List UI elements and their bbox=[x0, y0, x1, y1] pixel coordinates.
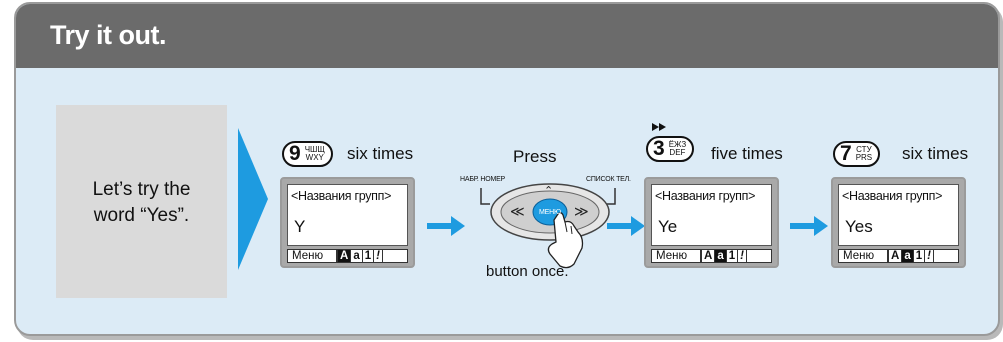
mode-number: 1 bbox=[727, 250, 739, 262]
key-number: 7 bbox=[840, 142, 852, 165]
header-bar: Try it out. bbox=[16, 4, 998, 68]
svg-text:≪: ≪ bbox=[510, 204, 525, 220]
mode-symbol: ! bbox=[374, 250, 383, 262]
step3-instruction: five times bbox=[711, 144, 783, 163]
screen-text: Y bbox=[294, 217, 306, 236]
press-label: Press bbox=[513, 147, 557, 166]
mode-lower-a: a bbox=[715, 250, 727, 262]
mode-symbol: ! bbox=[925, 250, 934, 262]
phone-display-1: <Названия групп> Y Меню A a 1 ! bbox=[280, 177, 415, 268]
intro-box: Let’s try the word “Yes”. bbox=[56, 105, 227, 298]
screen-text: Ye bbox=[658, 217, 678, 236]
softkey-menu: Меню bbox=[839, 250, 889, 262]
fast-forward-icon bbox=[652, 123, 666, 131]
key-9-icon: 9 ЧШЩ WXY bbox=[282, 141, 333, 167]
menu-key-label: МЕНЮ bbox=[539, 209, 561, 216]
mode-symbol: ! bbox=[738, 250, 747, 262]
tutorial-card: Try it out. Let’s try the word “Yes”. 9 … bbox=[14, 2, 1000, 336]
key-letters: ЧШЩ WXY bbox=[305, 146, 325, 162]
intro-line-1: Let’s try the bbox=[92, 179, 191, 200]
key-letters-cyr: ЧШЩ bbox=[304, 145, 325, 154]
key-letters-lat: PRS bbox=[855, 153, 873, 162]
key-letters-lat: WXY bbox=[305, 153, 324, 162]
mode-upper-a: A bbox=[338, 250, 352, 262]
screen: <Названия групп> Ye bbox=[651, 184, 772, 246]
softkey-menu: Меню bbox=[652, 250, 702, 262]
mode-number: 1 bbox=[363, 250, 375, 262]
screen-title: <Названия групп> bbox=[655, 189, 756, 203]
mode-lower-a: a bbox=[351, 250, 363, 262]
mode-upper-a: A bbox=[702, 250, 716, 262]
key-letters-cyr: ЁЖЗ bbox=[668, 140, 687, 149]
phone-display-2: <Названия групп> Ye Меню A a 1 ! bbox=[644, 177, 779, 268]
step4-instruction: six times bbox=[902, 144, 969, 163]
screen: <Названия групп> Y bbox=[287, 184, 408, 246]
key-letters: ЁЖЗ DEF bbox=[669, 141, 686, 157]
phonebook-key-label: СПИСОК ТЕЛ. bbox=[586, 176, 631, 183]
key-number: 3 bbox=[653, 137, 665, 160]
nav-key-icon: ≪ ≫ ⌃ bbox=[480, 183, 616, 269]
softkey-bar: Меню A a 1 ! bbox=[838, 249, 959, 263]
screen-title: <Названия групп> bbox=[842, 189, 943, 203]
arrow-right-icon bbox=[790, 216, 828, 236]
key-number: 9 bbox=[289, 142, 301, 165]
mode-number: 1 bbox=[914, 250, 926, 262]
mode-upper-a: A bbox=[889, 250, 903, 262]
key-letters-lat: DEF bbox=[669, 148, 686, 157]
svg-text:≫: ≫ bbox=[574, 204, 589, 220]
dial-key-label: НАБР. НОМЕР bbox=[460, 176, 506, 183]
svg-text:⌃: ⌃ bbox=[544, 184, 553, 197]
softkey-menu: Меню bbox=[288, 250, 338, 262]
chevron-right-icon bbox=[238, 128, 268, 270]
intro-text: Let’s try the word “Yes”. bbox=[56, 177, 227, 229]
key-3-icon: 3 ЁЖЗ DEF bbox=[646, 136, 695, 162]
softkey-bar: Меню A a 1 ! bbox=[651, 249, 772, 263]
key-letters-cyr: СТУ bbox=[856, 145, 872, 154]
mode-lower-a: a bbox=[902, 250, 914, 262]
arrow-right-icon bbox=[607, 216, 645, 236]
key-letters: СТУ PRS bbox=[856, 146, 872, 162]
button-once-label: button once. bbox=[486, 263, 569, 280]
phone-display-3: <Названия групп> Yes Меню A a 1 ! bbox=[831, 177, 966, 268]
softkey-bar: Меню A a 1 ! bbox=[287, 249, 408, 263]
screen-text: Yes bbox=[845, 217, 873, 236]
step1-instruction: six times bbox=[347, 144, 414, 163]
screen-title: <Названия групп> bbox=[291, 189, 392, 203]
key-7-icon: 7 СТУ PRS bbox=[833, 141, 881, 167]
page-title: Try it out. bbox=[50, 20, 167, 50]
nav-key-illustration: ≪ ≫ ⌃ НАБР. НОМЕР СПИСОК ТЕЛ. МЕНЮ bbox=[460, 174, 638, 274]
intro-line-2: word “Yes”. bbox=[93, 205, 190, 226]
arrow-right-icon bbox=[427, 216, 465, 236]
screen: <Названия групп> Yes bbox=[838, 184, 959, 246]
